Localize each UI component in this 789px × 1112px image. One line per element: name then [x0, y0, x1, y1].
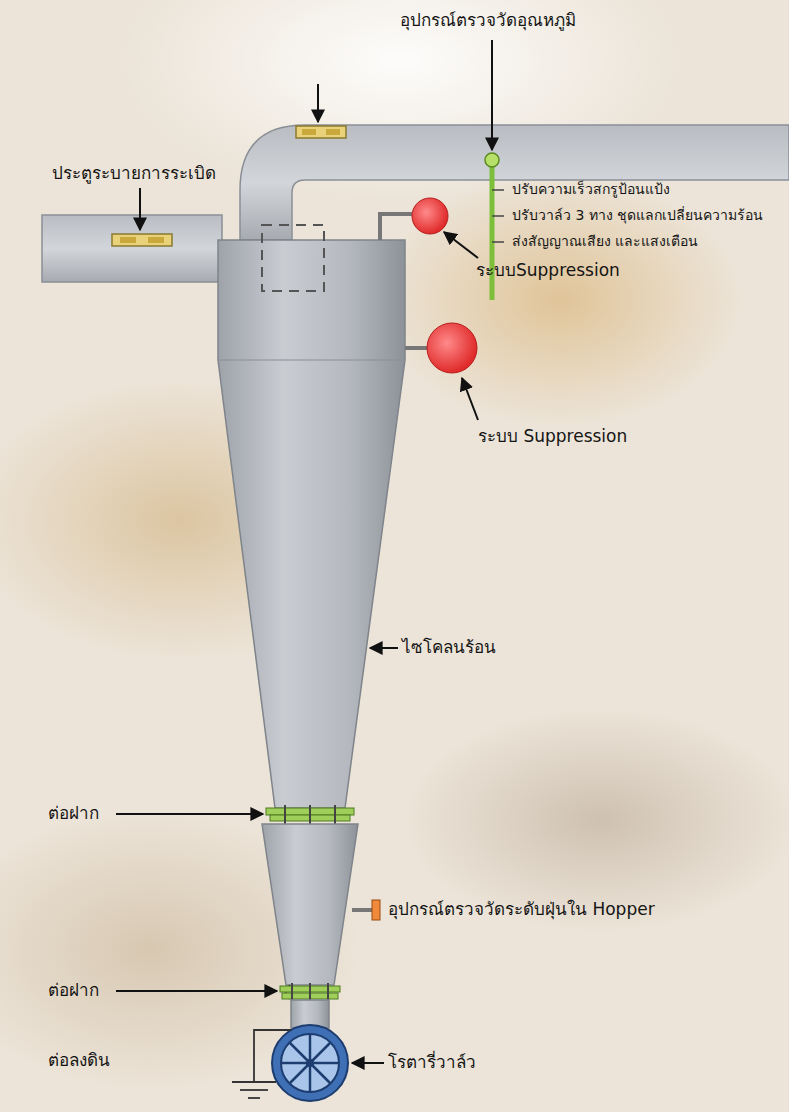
flange: [266, 805, 354, 824]
callout-label: อุปกรณ์ตรวจวัดระดับฝุ่นใน Hopper: [388, 899, 655, 919]
callout-label: โรตารี่วาล์ว: [388, 1052, 476, 1072]
callout-label: ระบบSuppression: [476, 260, 620, 280]
level-sensor: [352, 900, 380, 920]
ground-symbol: [232, 1030, 291, 1098]
callout-label: ประตูระบายการระเบิด: [52, 163, 216, 183]
flange: [280, 983, 340, 1002]
callout-label: ระบบ Suppression: [478, 426, 627, 446]
outlet-duct: [240, 125, 789, 240]
sensor-function: ปรับวาล์ว 3 ทาง ชุดแลกเปลี่ยนความร้อน: [512, 207, 763, 224]
explosion-vent: [112, 234, 172, 246]
cyclone-body: [218, 240, 405, 808]
hopper: [262, 824, 358, 985]
vortex-finder: [262, 225, 324, 291]
callout-label: ต่อฝาก: [48, 803, 99, 823]
explosion-vent: [296, 126, 346, 138]
sensor-function: ปรับความเร็วสกรูป้อนแป้ง: [512, 181, 670, 198]
body-seam: [218, 360, 405, 361]
valve-neck: [291, 1000, 329, 1028]
callout-label: ต่อฝาก: [48, 980, 99, 1000]
rotary-valve: [272, 1025, 348, 1101]
sensor-function: ส่งสัญญาณเสียง และแสงเตือน: [512, 233, 698, 250]
inlet-duct: [42, 215, 222, 282]
callout-label: ไซโคลนร้อน: [402, 637, 496, 657]
callout-label: ต่อลงดิน: [48, 1050, 110, 1070]
callout-label: อุปกรณ์ตรวจวัดอุณหภูมิ: [400, 10, 576, 30]
suppression-canister: [405, 323, 477, 373]
suppression-canister: [380, 198, 448, 240]
